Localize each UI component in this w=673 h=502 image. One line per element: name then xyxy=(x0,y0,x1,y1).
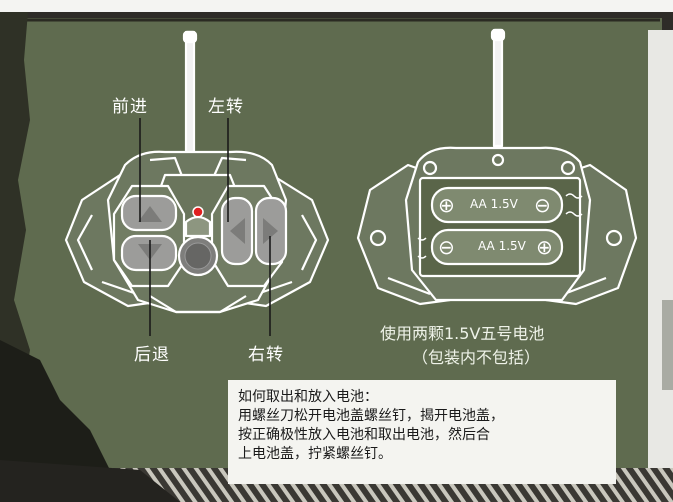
battery-caption-line1: 使用两颗1.5V五号电池 xyxy=(380,324,545,343)
note-line-2: 用螺丝刀松开电池盖螺丝钉，揭开电池盖， xyxy=(238,408,504,424)
label-left-turn: 左转 xyxy=(208,97,244,117)
plus-symbol-top: ⊕ xyxy=(438,193,455,217)
label-right-turn: 右转 xyxy=(248,345,284,365)
battery-label-top: AA 1.5V xyxy=(470,197,518,211)
controller-front xyxy=(64,30,330,314)
controller-back xyxy=(356,28,638,306)
minus-symbol-bottom: ⊖ xyxy=(438,235,455,259)
battery-label-bottom: AA 1.5V xyxy=(478,239,526,253)
minus-symbol-top: ⊖ xyxy=(534,193,551,217)
instruction-note: 如何取出和放入电池： 用螺丝刀松开电池盖螺丝钉，揭开电池盖， 按正确极性放入电池… xyxy=(228,380,616,484)
plus-symbol-bottom: ⊕ xyxy=(536,235,553,259)
top-paper-strip xyxy=(0,0,673,12)
note-line-4: 上电池盖，拧紧螺丝钉。 xyxy=(238,446,392,462)
note-line-1: 如何取出和放入电池： xyxy=(238,389,378,405)
label-forward: 前进 xyxy=(112,97,148,117)
battery-caption-line2: （包装内不包括） xyxy=(412,348,541,367)
note-line-3: 按正确极性放入电池和取出电池，然后合 xyxy=(238,427,490,443)
right-paper-edge xyxy=(648,30,673,470)
label-backward: 后退 xyxy=(134,345,170,365)
pointer-lines xyxy=(139,118,271,336)
